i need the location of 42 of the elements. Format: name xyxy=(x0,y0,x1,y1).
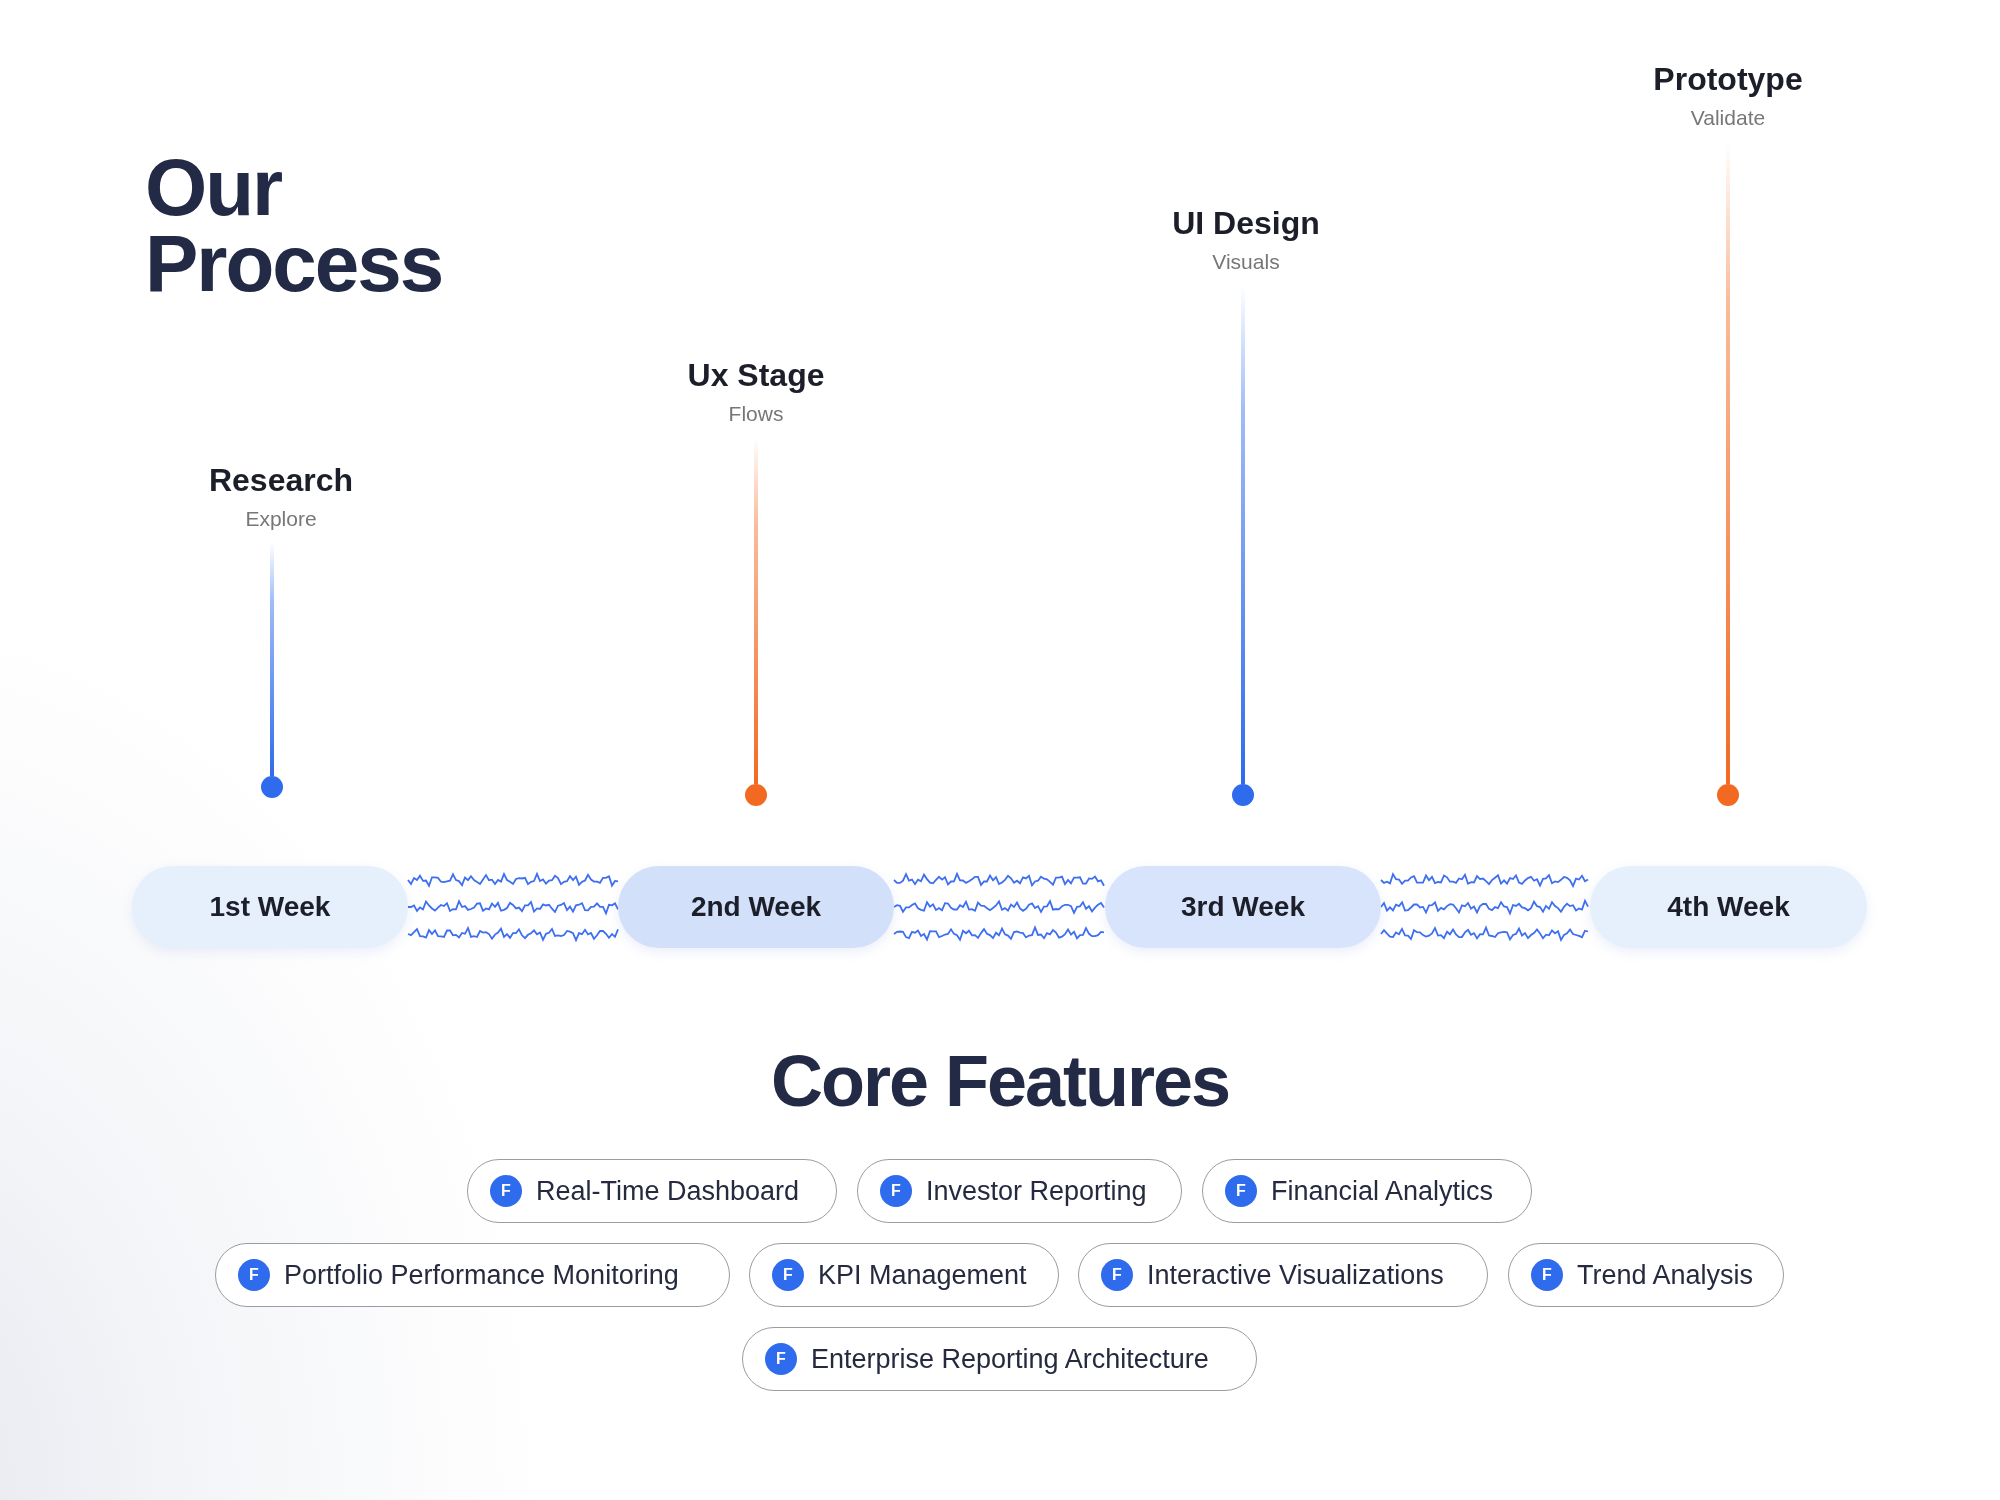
letter-icon: F xyxy=(772,1259,804,1291)
timeline-dot xyxy=(261,776,283,798)
stage-subtitle: Visuals xyxy=(1212,250,1280,274)
feature-label: Enterprise Reporting Architecture xyxy=(811,1343,1209,1375)
week-pill xyxy=(1105,866,1381,948)
timeline-dot xyxy=(1232,784,1254,806)
week-label: 3rd Week xyxy=(1181,891,1305,923)
letter-icon: F xyxy=(880,1175,912,1207)
week-pill xyxy=(618,866,894,948)
letter-icon: F xyxy=(1531,1259,1563,1291)
week-pill xyxy=(132,866,408,948)
stage-subtitle: Flows xyxy=(728,402,784,426)
letter-icon: F xyxy=(238,1259,270,1291)
section-heading: Core Features xyxy=(769,1040,1231,1122)
stage-subtitle: Explore xyxy=(245,507,317,531)
letter-icon: F xyxy=(490,1175,522,1207)
week-label: 2nd Week xyxy=(690,891,822,923)
week-pill xyxy=(1590,866,1867,948)
stage-title: UI Design xyxy=(1172,205,1320,242)
feature-label: KPI Management xyxy=(818,1259,1027,1291)
stem-line xyxy=(270,542,274,776)
letter-icon: F xyxy=(765,1343,797,1375)
timeline-dot xyxy=(745,784,767,806)
letter-icon: F xyxy=(1101,1259,1133,1291)
stage-subtitle: Validate xyxy=(1690,106,1766,130)
feature-label: Financial Analytics xyxy=(1271,1175,1494,1207)
stage-title: Research xyxy=(208,462,354,499)
timeline-dot xyxy=(1717,784,1739,806)
week-label: 1st Week xyxy=(209,891,331,923)
feature-label: Interactive Visualizations xyxy=(1147,1259,1444,1291)
feature-label: Portfolio Performance Monitoring xyxy=(284,1259,679,1291)
letter-icon: F xyxy=(1225,1175,1257,1207)
page-title: Our Process xyxy=(145,150,444,302)
stage-title: Ux Stage xyxy=(687,357,825,394)
wavy-connector xyxy=(893,871,1105,942)
wavy-connector xyxy=(407,871,619,943)
feature-label: Trend Analysis xyxy=(1577,1259,1754,1291)
feature-label: Investor Reporting xyxy=(926,1175,1147,1207)
wavy-connector xyxy=(1380,871,1589,942)
stage-title: Prototype xyxy=(1653,61,1803,98)
week-label: 4th Week xyxy=(1667,891,1790,923)
feature-label: Real-Time Dashboard xyxy=(536,1175,800,1207)
